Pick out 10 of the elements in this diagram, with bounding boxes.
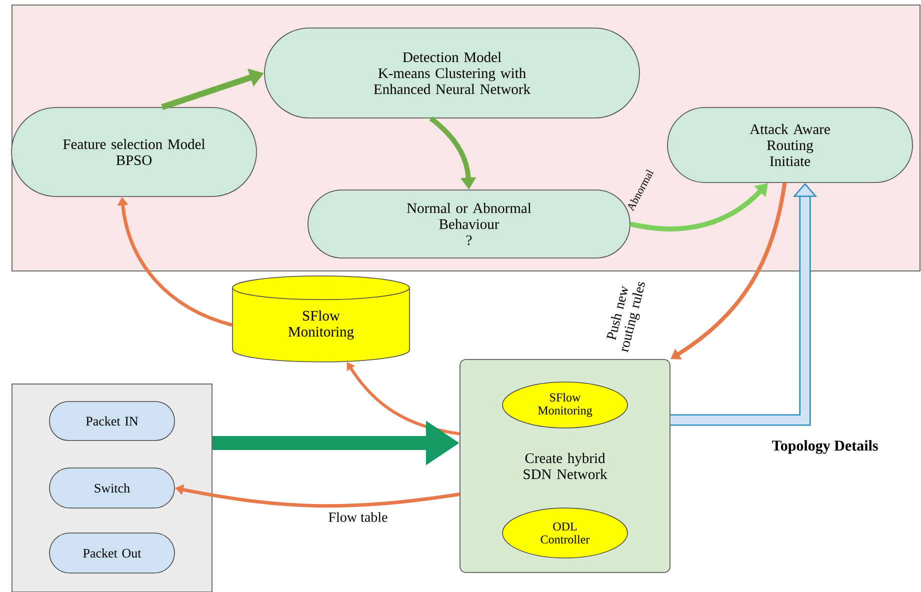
process-box: Feature selection Model BPSO — [11, 107, 257, 197]
edge-label: Flow table — [328, 512, 388, 522]
process-box: Packet Out — [49, 532, 175, 574]
process-box: Packet IN — [49, 401, 175, 441]
process-box: Attack Aware Routing Initiate — [667, 107, 913, 183]
process-box: Switch — [49, 468, 175, 508]
process-box: Detection Model K-means Clustering with Enhanced Neural Network — [264, 28, 640, 118]
database-cylinder: SFlow Monitoring — [232, 275, 410, 362]
edge-label: Topology Details — [772, 440, 878, 454]
edge-label: Push new routing rules — [606, 282, 645, 352]
